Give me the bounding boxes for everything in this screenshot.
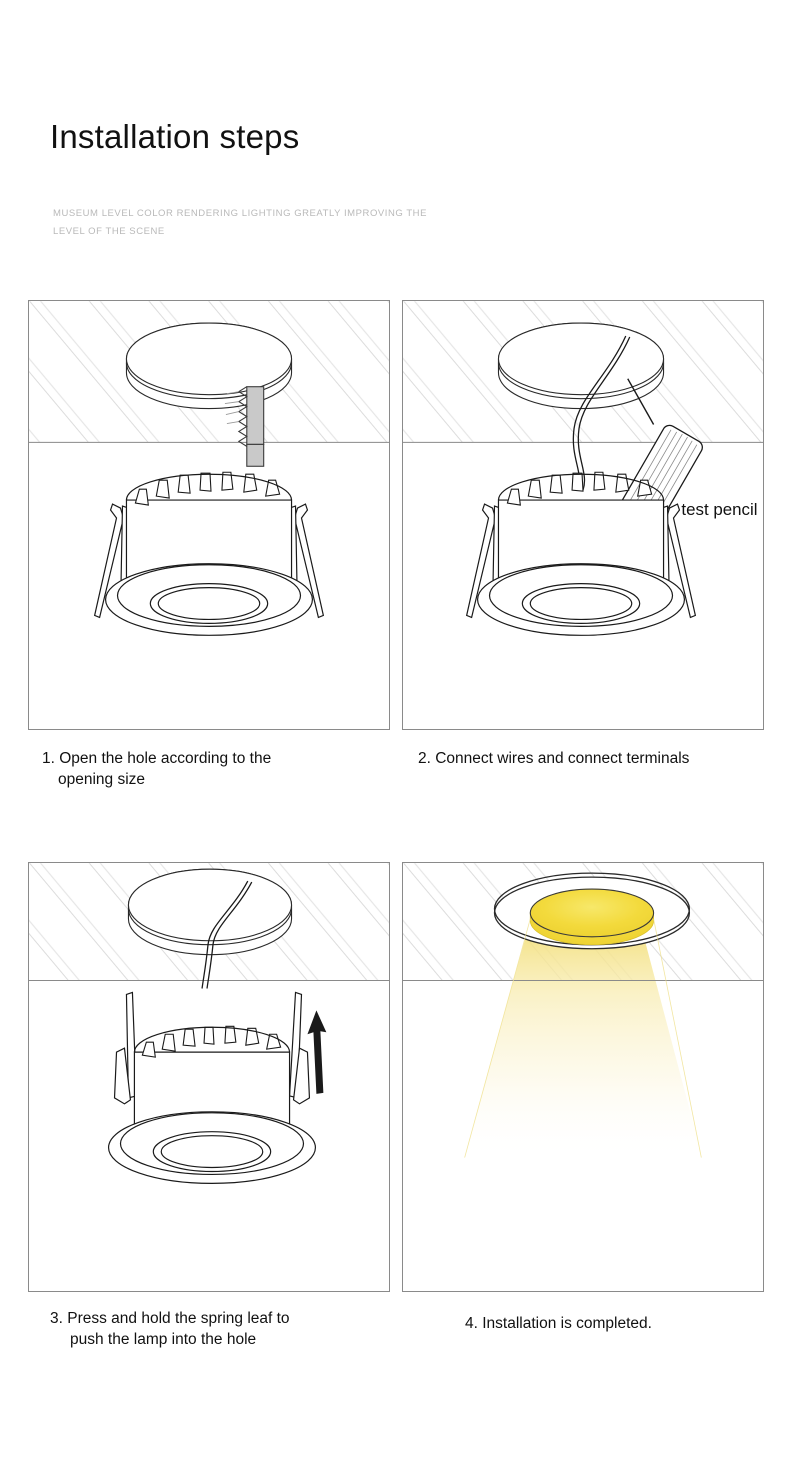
downlight-fixture-clips-raised — [107, 991, 327, 1185]
step-1-caption: 1. Open the hole according to the openin… — [42, 748, 372, 790]
step-1-caption-line1: 1. Open the hole according to the — [42, 750, 272, 767]
ceiling-hole-disc — [127, 868, 293, 956]
page-subtitle: MUSEUM LEVEL COLOR RENDERING LIGHTING GR… — [53, 208, 427, 237]
step-2-caption: 2. Connect wires and connect terminals — [418, 748, 763, 769]
step-4-illustration-panel — [402, 862, 764, 1292]
test-pencil-label: test pencil — [681, 500, 757, 519]
light-beam — [462, 920, 704, 1162]
saw-blade-icon — [224, 386, 265, 467]
step-3-caption-line2: push the lamp into the hole — [70, 1331, 257, 1348]
step-4-caption: 4. Installation is completed. — [465, 1313, 765, 1334]
up-arrow-icon — [307, 1010, 327, 1094]
glowing-lens — [529, 888, 655, 946]
electrical-wire — [201, 880, 253, 989]
step-3-caption-line1: 3. Press and hold the spring leaf to — [50, 1310, 290, 1327]
step-2-illustration-panel: test pencil — [402, 300, 764, 730]
spring-clip-right-raised — [288, 991, 311, 1105]
ceiling-hole-disc — [125, 322, 293, 410]
beam-outline — [464, 918, 702, 1158]
step-2-caption-line1: 2. Connect wires and connect terminals — [418, 750, 690, 767]
page-title: Installation steps — [50, 118, 300, 155]
ceiling-hole-disc — [497, 322, 665, 410]
spring-clip-left-raised — [113, 991, 138, 1105]
step-1-illustration-panel — [28, 300, 390, 730]
downlight-fixture — [93, 471, 325, 636]
step-3-illustration-panel — [28, 862, 390, 1292]
step-3-caption: 3. Press and hold the spring leaf to pus… — [50, 1308, 380, 1350]
step-1-caption-line2: opening size — [58, 771, 146, 788]
downlight-fixture — [465, 471, 697, 636]
step-4-caption-line1: 4. Installation is completed. — [465, 1315, 652, 1332]
